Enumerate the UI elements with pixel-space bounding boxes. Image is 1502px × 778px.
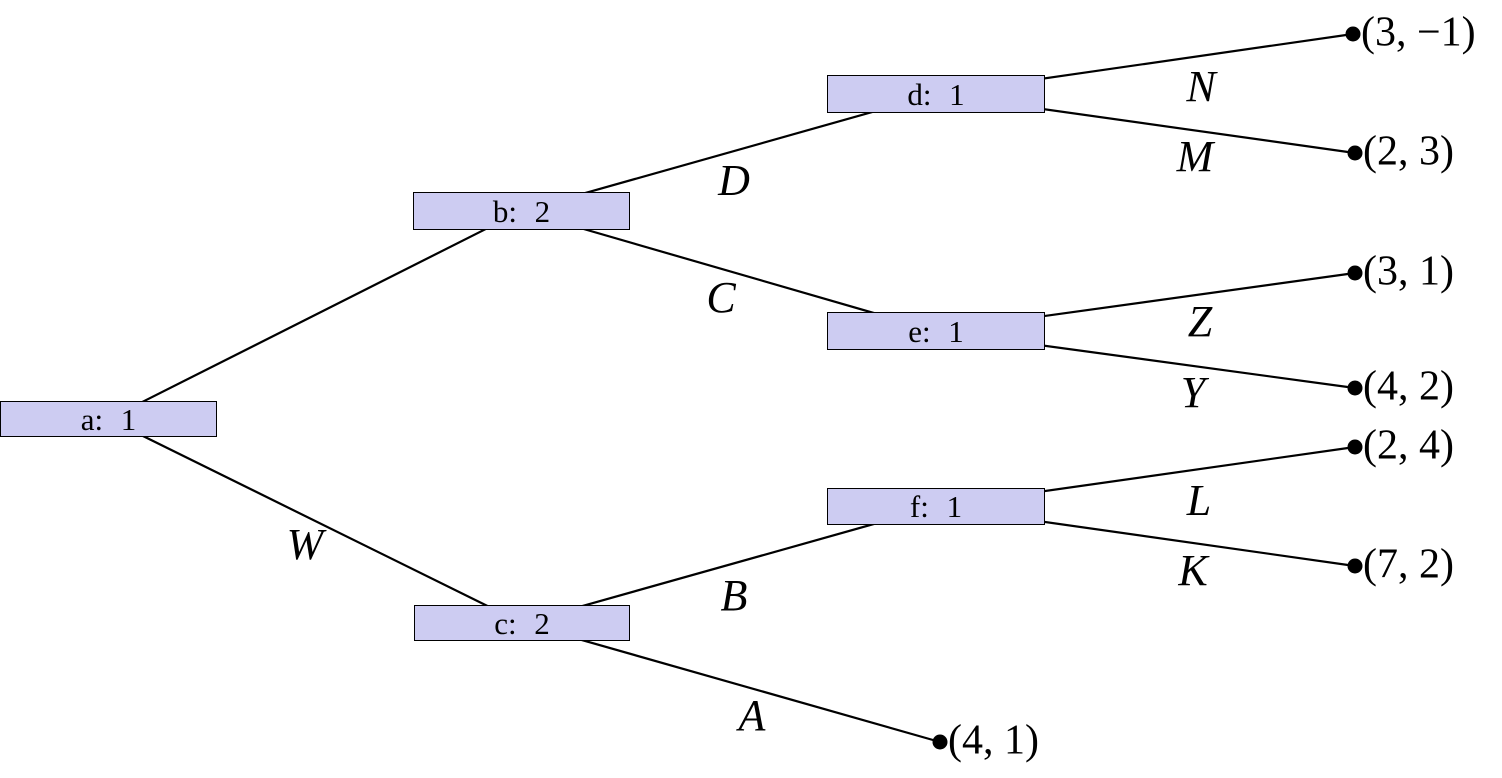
edge-label-C: C (706, 273, 736, 322)
edge-label-D: D (718, 156, 750, 205)
edge-label-Y: Y (1180, 368, 1206, 417)
leaf-payoff-t1: (3, −1) (1361, 9, 1476, 56)
leaf-dot-t7 (932, 734, 948, 750)
edge-label-B: B (720, 571, 748, 620)
leaf-payoff-t6: (7, 2) (1363, 541, 1454, 588)
edge-label-N: N (1186, 62, 1216, 111)
edge-b-e (521, 209, 937, 333)
leaf-payoff-t5: (2, 4) (1363, 422, 1454, 469)
edge-label-M: M (1176, 132, 1214, 181)
leaf-dot-t1 (1345, 26, 1361, 42)
edge-label-Z: Z (1187, 297, 1213, 346)
leaf-payoff-t4: (4, 2) (1363, 363, 1454, 410)
leaf-payoff-t7: (4, 1) (948, 717, 1039, 764)
leaf-dot-t3 (1347, 265, 1363, 281)
decision-node-d: d: 1 (827, 75, 1045, 113)
leaf-dot-t4 (1347, 380, 1363, 396)
leaf-dot-t5 (1347, 439, 1363, 455)
leaf-dot-t6 (1347, 558, 1363, 574)
edge-lines-group (108, 32, 1356, 744)
edge-c-t7 (521, 621, 941, 744)
edge-label-W: W (286, 520, 324, 569)
edge-c-f (521, 505, 937, 625)
edge-a-c (108, 418, 523, 624)
decision-node-c: c: 2 (414, 605, 630, 641)
decision-node-e: e: 1 (827, 312, 1045, 350)
decision-node-f: f: 1 (827, 488, 1045, 525)
edge-label-A: A (738, 691, 766, 740)
leaf-payoff-t3: (3, 1) (1363, 248, 1454, 295)
edge-label-L: L (1186, 476, 1212, 525)
decision-node-b: b: 2 (413, 192, 630, 230)
edge-b-d (521, 92, 937, 213)
leaf-dot-t2 (1347, 145, 1363, 161)
edge-a-b (108, 210, 522, 420)
decision-node-a: a: 1 (0, 401, 217, 437)
edge-label-K: K (1178, 546, 1208, 595)
leaf-payoff-t2: (2, 3) (1363, 128, 1454, 175)
leaf-dots-group (932, 26, 1363, 750)
